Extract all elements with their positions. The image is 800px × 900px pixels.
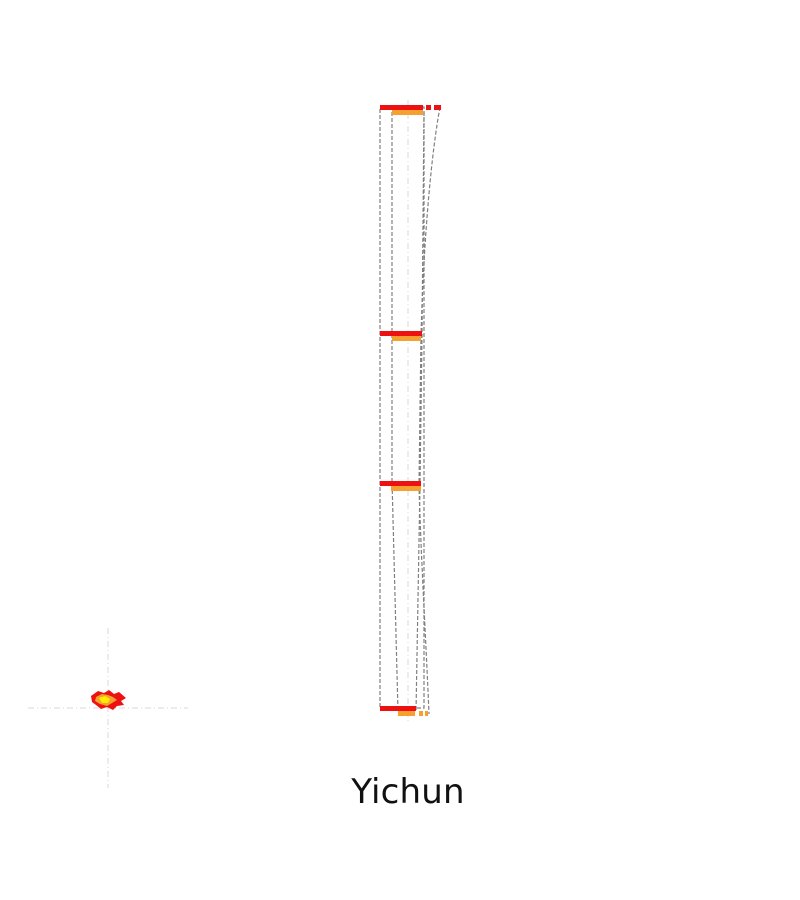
figure-right-outline <box>418 106 441 715</box>
band-top <box>380 105 441 115</box>
shape-figure <box>379 100 441 722</box>
band-upper-middle <box>380 331 422 341</box>
thumbnail-preview <box>28 628 188 788</box>
caption-label: Yichun <box>351 772 465 812</box>
band-bottom <box>380 706 428 716</box>
band-lower-middle <box>380 481 421 491</box>
thumbnail-blob <box>91 690 126 710</box>
figure-inner-left-outline <box>391 112 399 713</box>
figure-right-outline-inner <box>415 111 425 713</box>
